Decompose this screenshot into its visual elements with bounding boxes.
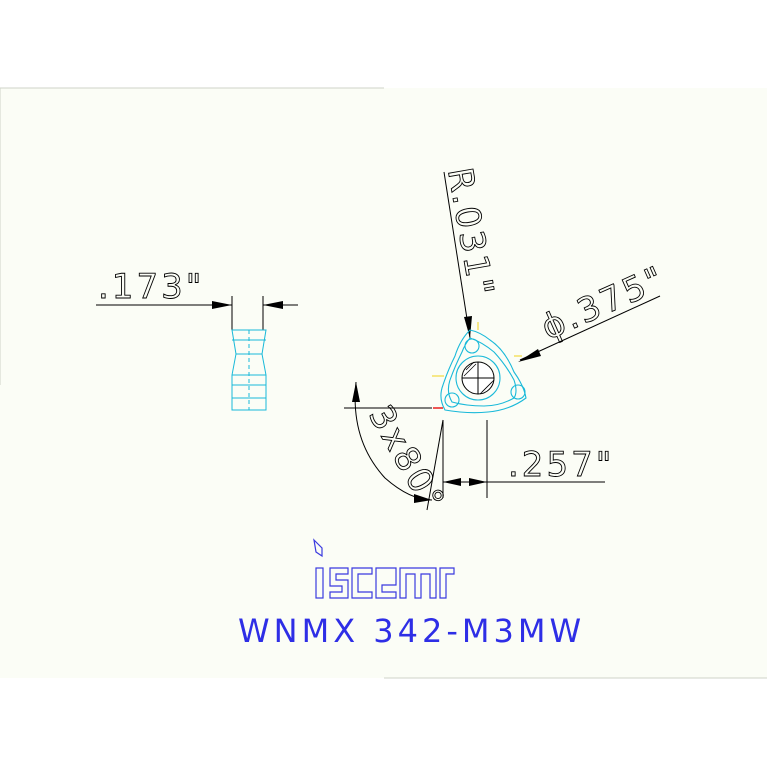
insert-top-profile <box>440 329 527 414</box>
angle-ext-line-2 <box>426 419 444 511</box>
iscar-logo <box>313 538 455 599</box>
insert-side-profile <box>231 329 267 411</box>
thickness-dim-label: .173" <box>98 267 204 307</box>
offset-arrow-left <box>443 478 461 486</box>
hole-leader <box>519 295 661 361</box>
insert-marks <box>432 322 522 377</box>
angle-arrow-top <box>352 382 360 402</box>
thickness-arrow-left <box>212 301 232 309</box>
side-view: .173" <box>96 267 298 411</box>
radius-leader <box>443 171 471 339</box>
offset-arrow-right <box>469 478 487 486</box>
insert-hole <box>461 361 495 395</box>
drawing-sheet <box>0 88 767 678</box>
radius-arrow <box>464 316 472 338</box>
angle-arrow-bottom <box>414 494 432 503</box>
hole-arrow <box>518 349 541 362</box>
model-label: WNMX 342-M3MW <box>238 612 585 650</box>
offset-dim-label: .257" <box>508 445 614 485</box>
